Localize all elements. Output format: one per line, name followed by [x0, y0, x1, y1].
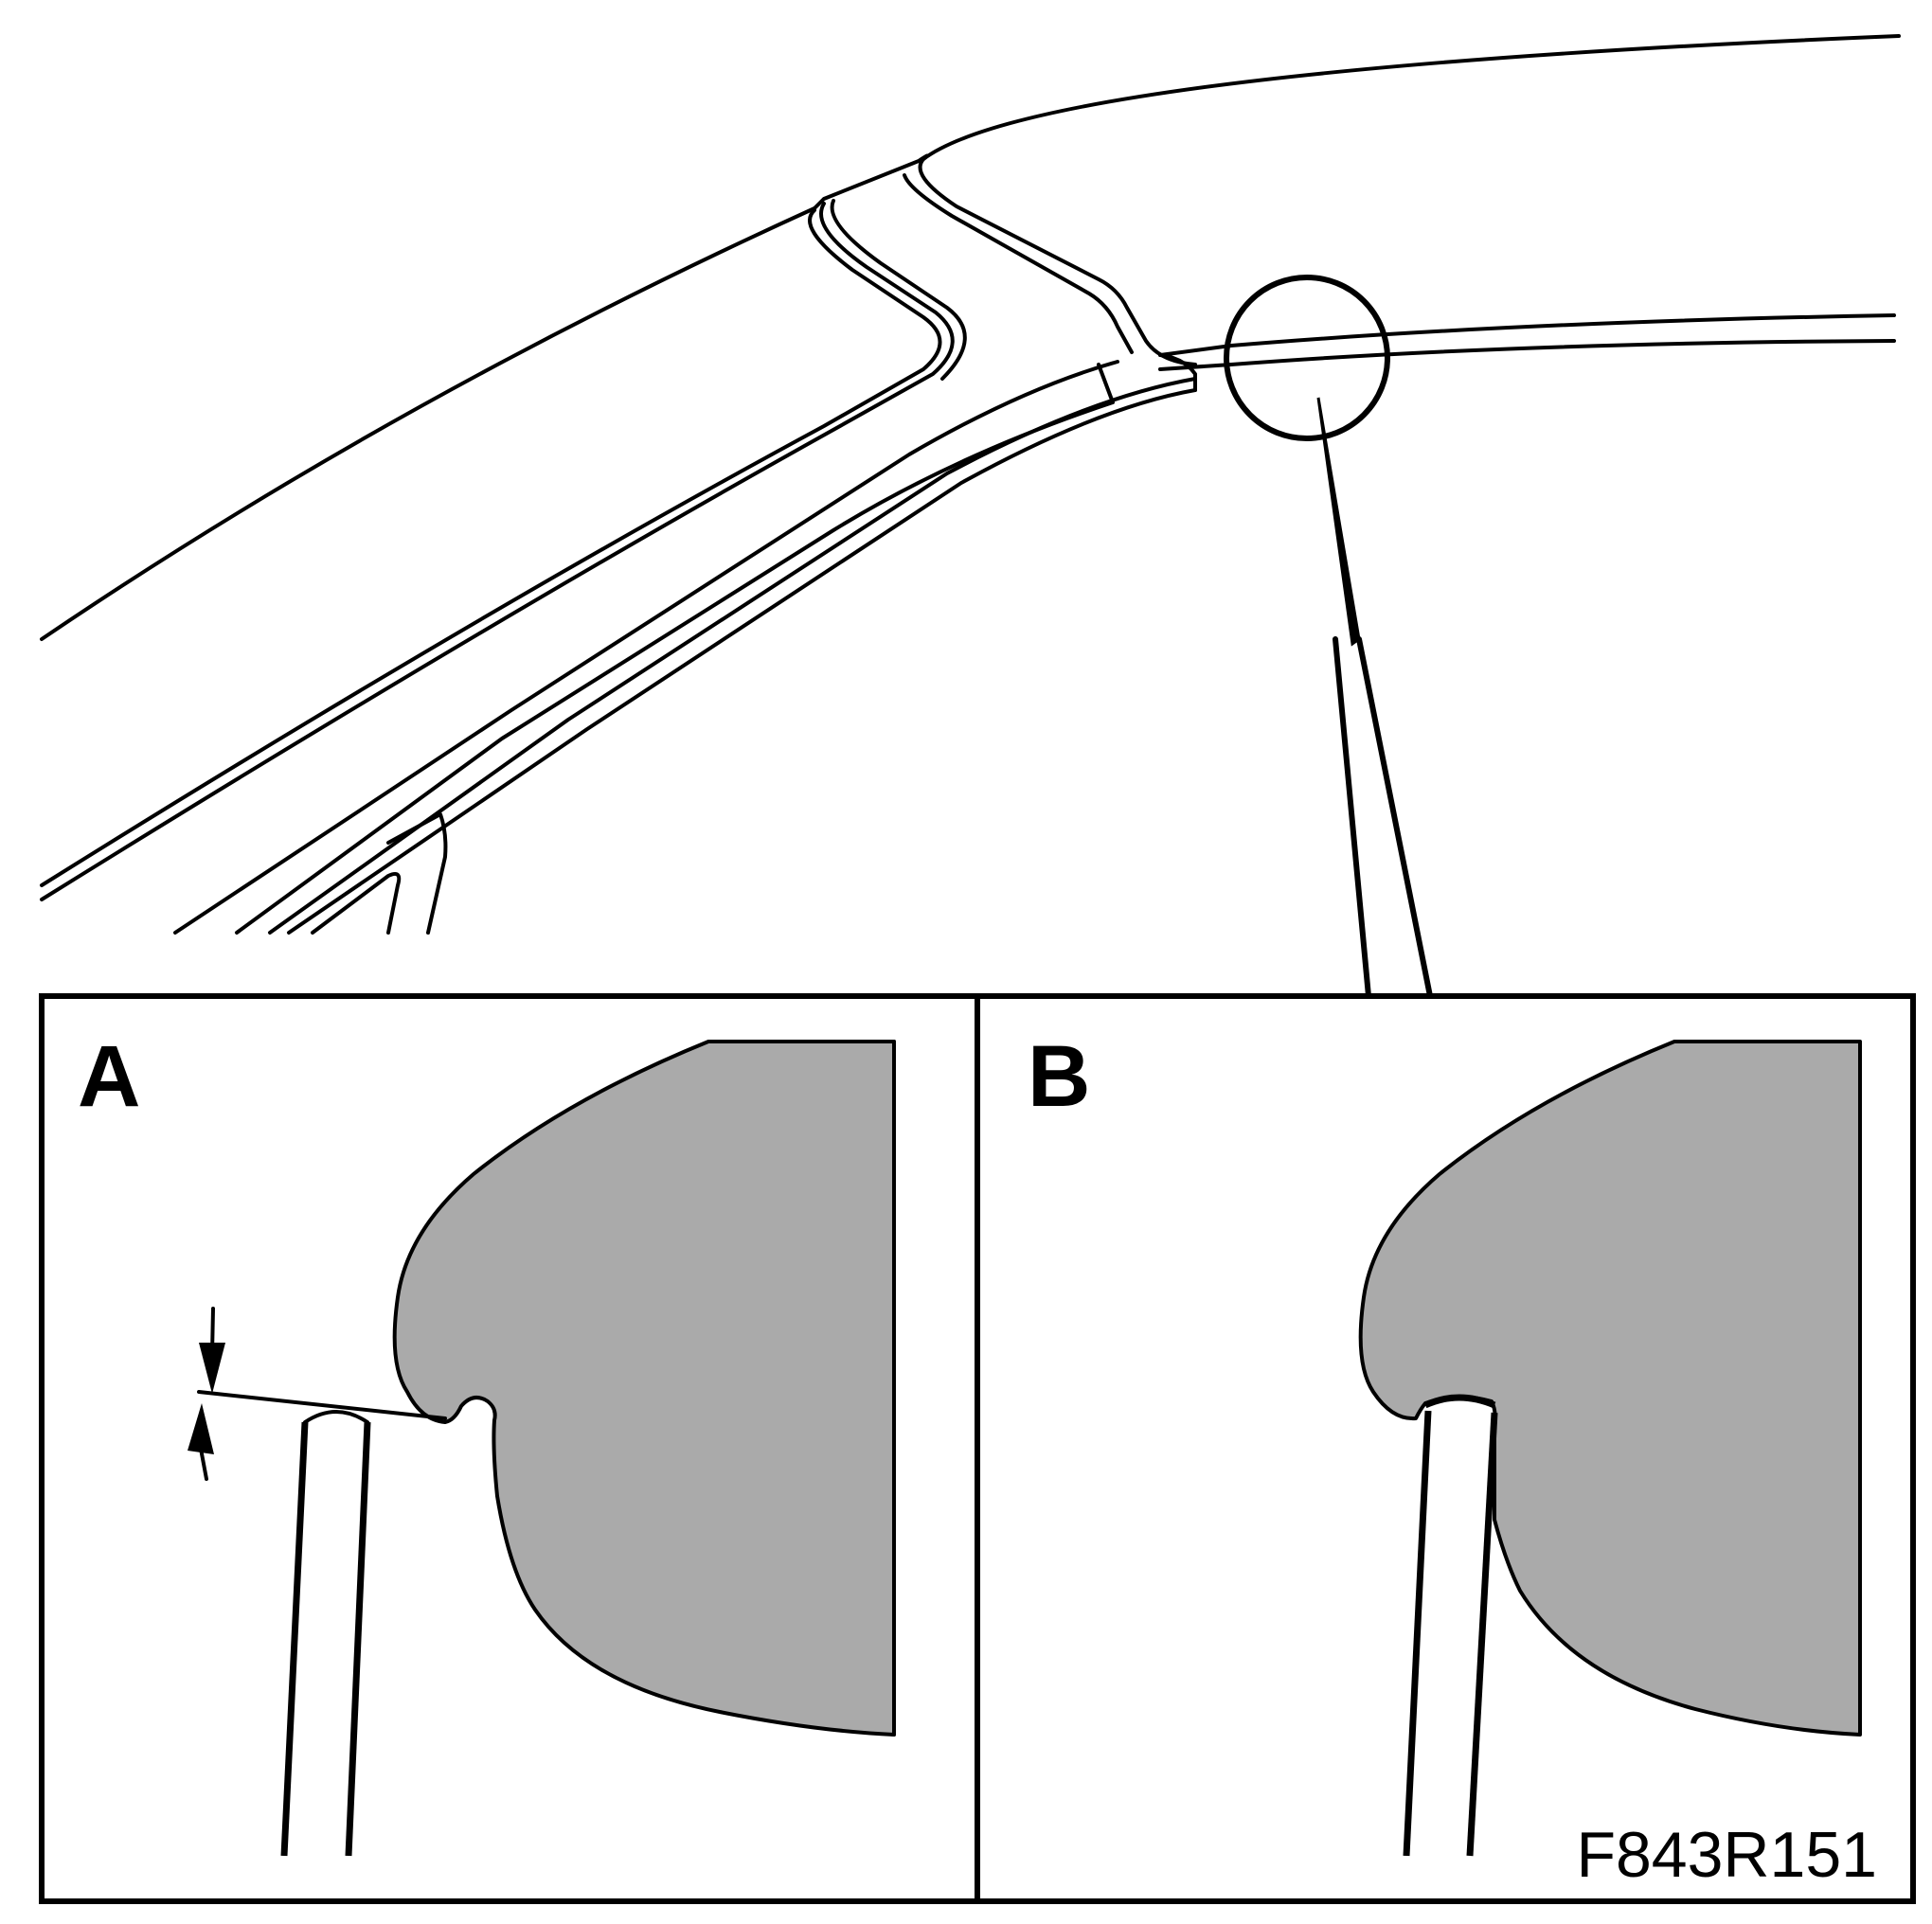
panel-a-dim-lower-arrow [188, 1403, 214, 1454]
gutter-line-1 [40, 208, 942, 887]
door-rail-top [1158, 313, 1896, 357]
panel-a-glass-outer [280, 1421, 309, 1857]
panel-a-glass-top [303, 1410, 369, 1424]
pillar-edge-1 [903, 173, 1134, 354]
detail-callout-leader [1316, 397, 1361, 647]
detail-leader-left [1333, 636, 1371, 999]
window-frame-left [311, 872, 402, 935]
figure-code: F843R151 [1576, 1819, 1877, 1891]
pillar-edge-4 [268, 377, 1197, 935]
roof-outer-edge [40, 206, 816, 641]
panel-a-gap-line [197, 1390, 447, 1420]
door-rail-bottom [1158, 339, 1896, 371]
panel-b-glass-top [1423, 1394, 1496, 1409]
panel-a-seal-outline [392, 1040, 896, 1737]
roof-junction-outer [813, 153, 929, 210]
gutter-line-3 [830, 199, 967, 381]
gutter-line-2 [40, 202, 955, 901]
panel-a-glass-inner [345, 1421, 371, 1857]
detail-callout-circle [1224, 275, 1390, 441]
window-frame-right [386, 812, 448, 935]
roof-top-curve [921, 34, 1901, 161]
roof-overview [40, 34, 1901, 999]
panel-b-label: B [1028, 1028, 1090, 1125]
pillar-edge-2 [173, 360, 1119, 935]
panel-a-dim-upper-arrow [199, 1343, 225, 1394]
panel-b-glass-inner [1466, 1412, 1498, 1857]
roof-junction-inner [918, 157, 1197, 366]
pillar-edge-5 [287, 388, 1197, 935]
panel-b-seal-outline [1358, 1040, 1862, 1737]
panel-b-glass-outer [1403, 1410, 1432, 1857]
detail-leader-right [1356, 636, 1433, 999]
panel-a-dim-lower-stem [199, 1447, 208, 1481]
door-rail-end [1158, 353, 1197, 392]
panel-a: A [78, 1028, 896, 1857]
panel-b: B [1028, 1028, 1862, 1857]
panel-a-label: A [78, 1028, 140, 1125]
